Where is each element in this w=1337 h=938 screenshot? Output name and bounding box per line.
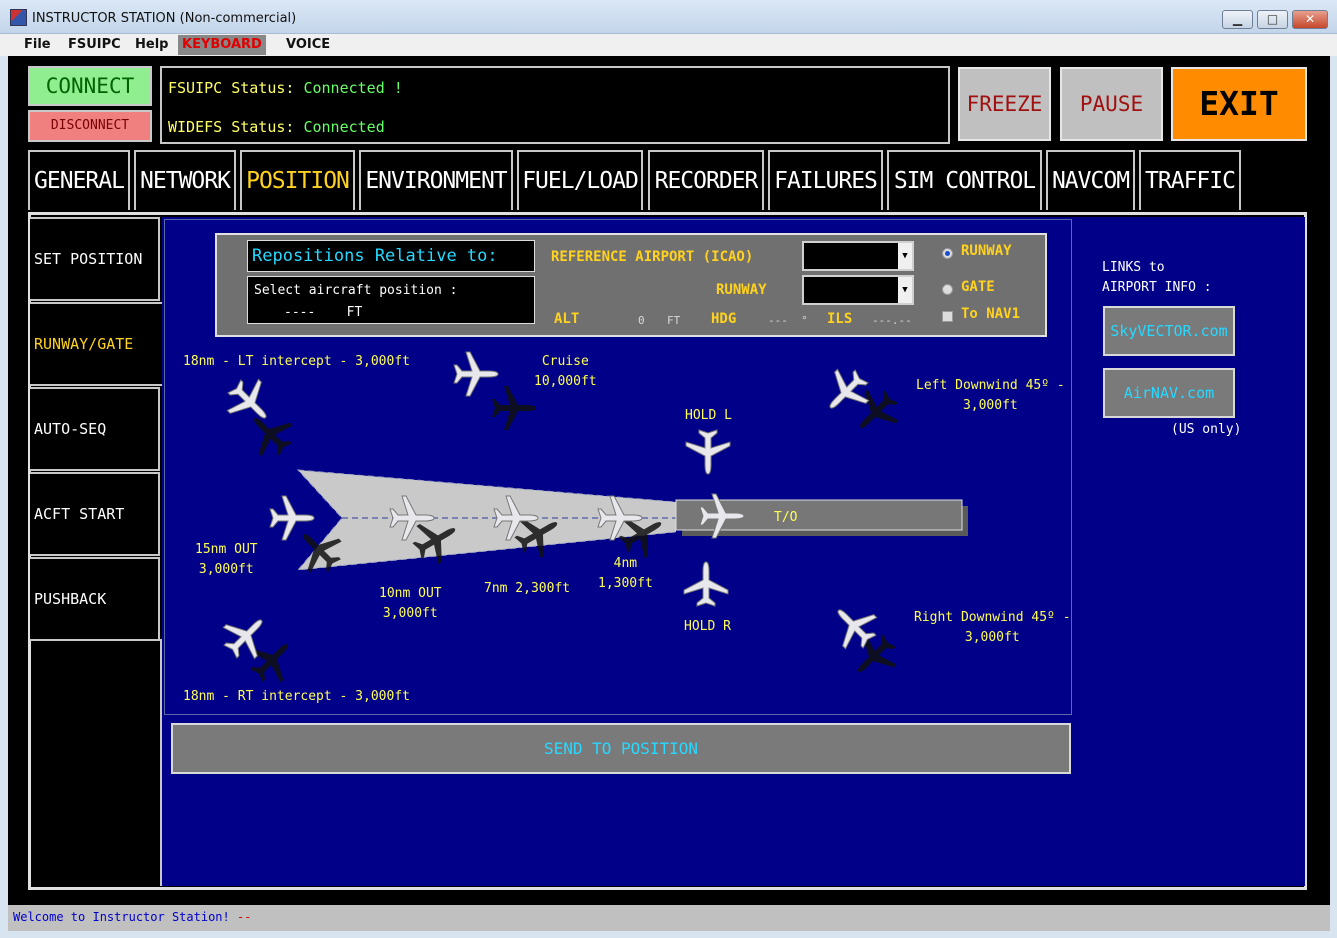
freeze-button[interactable]: FREEZE	[958, 67, 1051, 141]
hold-l-aircraft-icon[interactable]	[685, 429, 731, 475]
tab-environment[interactable]: ENVIRONMENT	[359, 150, 513, 210]
status-bar: Welcome to Instructor Station! --	[8, 905, 1330, 931]
widefs-status: WIDEFS Status: Connected	[168, 118, 385, 136]
alt-value: 0	[638, 314, 645, 327]
tab-general[interactable]: GENERAL	[28, 150, 130, 210]
disconnect-button[interactable]: DISCONNECT	[28, 110, 152, 142]
links-title: LINKS to AIRPORT INFO :	[1102, 260, 1212, 295]
window-title: INSTRUCTOR STATION (Non-commercial)	[32, 11, 297, 26]
reference-airport-label: REFERENCE AIRPORT (ICAO)	[551, 249, 754, 265]
nm4-label: 4nm 1,300ft	[598, 556, 653, 591]
widefs-status-value: Connected	[303, 118, 385, 136]
cruise-aircraft-icon[interactable]	[453, 351, 499, 397]
fsuipc-status-value: Connected !	[303, 79, 403, 97]
lt-intercept-aircraft-icon[interactable]	[218, 370, 282, 434]
runway-label: RUNWAY	[716, 282, 767, 298]
minimize-button[interactable]: ▁	[1222, 10, 1253, 29]
subnav-set-position[interactable]: SET POSITION	[30, 217, 160, 301]
ils-value: ---.--	[872, 314, 912, 327]
hdg-label: HDG	[711, 311, 737, 327]
right-downwind-label: Right Downwind 45º - 3,000ft	[914, 610, 1071, 645]
lt-intercept-label: 18nm - LT intercept - 3,000ft	[183, 354, 410, 369]
connect-button[interactable]: CONNECT	[28, 66, 152, 106]
alt-label: ALT	[554, 311, 580, 327]
airnav-link-button[interactable]: AirNAV.com	[1103, 368, 1235, 418]
tab-failures[interactable]: FAILURES	[768, 150, 883, 210]
tab-navcom[interactable]: NAVCOM	[1046, 150, 1135, 210]
runway-option-label: RUNWAY	[961, 243, 1012, 259]
exit-button[interactable]: EXIT	[1171, 67, 1307, 141]
pause-button[interactable]: PAUSE	[1060, 67, 1163, 141]
tab-sim-control[interactable]: SIM CONTROL	[887, 150, 1042, 210]
out15-aircraft-icon[interactable]	[269, 495, 315, 541]
tab-fuel-load[interactable]: FUEL/LOAD	[517, 150, 643, 210]
main-panel: CONNECT DISCONNECT FSUIPC Status: Connec…	[8, 56, 1330, 905]
subnav-auto-seq[interactable]: AUTO-SEQ	[30, 387, 160, 471]
repositions-relative-title: Repositions Relative to:	[247, 240, 535, 272]
app-icon	[10, 9, 27, 26]
runway-dropdown[interactable]: ▼	[802, 275, 914, 305]
cruise-label: Cruise 10,000ft	[534, 354, 597, 389]
tab-traffic[interactable]: TRAFFIC	[1139, 150, 1241, 210]
fsuipc-status: FSUIPC Status: Connected !	[168, 79, 403, 97]
approach-cone	[296, 469, 677, 571]
subnav-acft-start[interactable]: ACFT START	[30, 472, 160, 556]
subnav-filler	[30, 639, 162, 886]
reference-airport-dropdown[interactable]: ▼	[802, 241, 914, 271]
ils-label: ILS	[827, 311, 853, 327]
rt-intercept-label: 18nm - RT intercept - 3,000ft	[183, 689, 410, 704]
nm7-label: 7nm 2,300ft	[484, 581, 571, 596]
alt-unit: FT	[667, 314, 681, 327]
status-panel: FSUIPC Status: Connected ! WIDEFS Status…	[160, 66, 950, 144]
takeoff-label: T/O	[774, 510, 798, 525]
reference-panel: Repositions Relative to: Select aircraft…	[215, 233, 1047, 337]
menu-fsuipc[interactable]: FSUIPC	[68, 37, 121, 52]
title-bar: INSTRUCTOR STATION (Non-commercial) ▁ □ …	[0, 0, 1337, 34]
gate-radio[interactable]	[942, 284, 953, 295]
runway-radio[interactable]	[942, 248, 953, 259]
gate-option-label: GATE	[961, 279, 995, 295]
chevron-down-icon[interactable]: ▼	[898, 243, 912, 269]
maximize-button[interactable]: □	[1257, 10, 1288, 29]
out15-label: 15nm OUT 3,000ft	[195, 542, 258, 577]
status-message-text: Welcome to Instructor Station!	[13, 910, 230, 924]
approach-diagram	[214, 351, 968, 692]
tab-position[interactable]: POSITION	[240, 150, 355, 210]
chevron-down-icon[interactable]: ▼	[898, 277, 912, 303]
hold-l-label: HOLD L	[685, 408, 732, 423]
select-position-value: ---- FT	[284, 305, 363, 320]
menu-voice[interactable]: VOICE	[286, 37, 331, 52]
hdg-value: --- °	[768, 314, 808, 327]
right-downwind-aircraft-icon[interactable]	[822, 594, 886, 658]
left-downwind-label: Left Downwind 45º - 3,000ft	[916, 378, 1065, 413]
skyvector-link-button[interactable]: SkyVECTOR.com	[1103, 306, 1235, 356]
to-nav1-label: To NAV1	[961, 306, 1021, 322]
out10-label: 10nm OUT 3,000ft	[379, 586, 442, 621]
to-nav1-checkbox[interactable]	[942, 311, 953, 322]
fsuipc-status-label: FSUIPC Status:	[168, 79, 295, 97]
menu-bar: File FSUIPC Help KEYBOARD VOICE	[0, 34, 1337, 56]
widefs-status-label: WIDEFS Status:	[168, 118, 295, 136]
hold-r-aircraft-icon[interactable]	[683, 561, 729, 607]
us-only-note: (US only)	[1171, 422, 1242, 437]
subnav-runway-gate[interactable]: RUNWAY/GATE	[30, 302, 164, 386]
menu-keyboard[interactable]: KEYBOARD	[178, 35, 266, 55]
select-position-box: Select aircraft position : ---- FT	[247, 276, 535, 324]
send-to-position-button[interactable]: SEND TO POSITION	[171, 723, 1071, 774]
hold-r-label: HOLD R	[684, 619, 731, 634]
menu-help[interactable]: Help	[135, 37, 169, 52]
status-message-suffix: --	[229, 910, 252, 924]
approach-map	[164, 219, 1072, 715]
close-button[interactable]: ✕	[1292, 10, 1328, 29]
menu-file[interactable]: File	[24, 37, 51, 52]
subnav-pushback[interactable]: PUSHBACK	[30, 557, 160, 641]
tab-recorder[interactable]: RECORDER	[648, 150, 764, 210]
select-position-label: Select aircraft position :	[254, 283, 458, 298]
tab-network[interactable]: NETWORK	[134, 150, 236, 210]
status-message: Welcome to Instructor Station! --	[13, 910, 251, 924]
